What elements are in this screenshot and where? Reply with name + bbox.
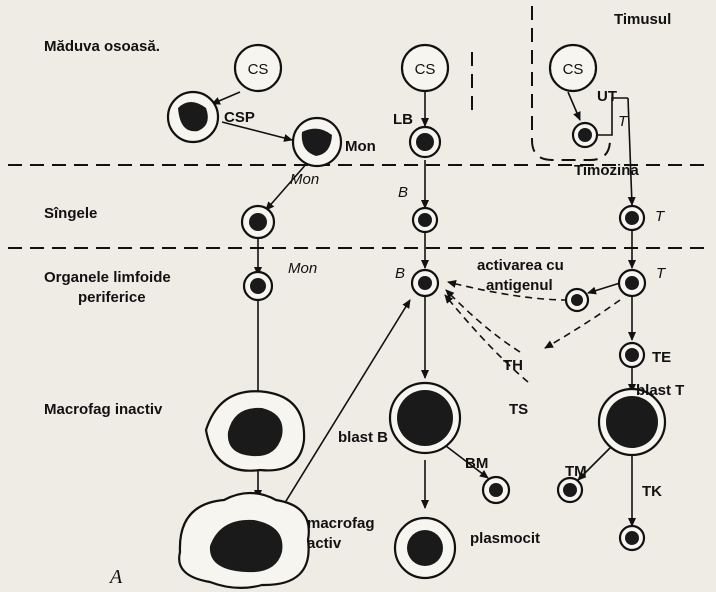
label-th: TH [503,357,523,374]
bm-nucleus [489,483,503,497]
label-mon-blood: Mon [290,171,319,188]
label-cs-marrow: CS [248,61,269,78]
label-macrofag-activ-1: macrofag [307,515,375,532]
label-peripheral-organs-2: periferice [78,289,146,306]
label-timozina: Timozină [574,162,639,179]
blast-t-nucleus [606,396,658,448]
label-cs-b-line: CS [415,61,436,78]
label-macrofag-activ-2: activ [307,535,342,552]
label-ts: TS [509,401,528,418]
label-thymus: Timusul [614,11,671,28]
label-te: TE [652,349,671,366]
label-b-blood: B [398,184,408,201]
activation-t-nucleus [571,294,583,306]
label-bone-marrow: Măduva osoasă. [44,38,160,55]
monocyte-tissue-nucleus [250,278,266,294]
label-t-thymus: T [618,113,629,130]
label-activation-2: antigenul [486,277,553,294]
label-t-peripheral: T [656,265,667,282]
label-blast-b: blast B [338,429,388,446]
arrow-cs-to-csp [212,92,240,104]
plasmocyte-nucleus [407,530,443,566]
label-csp: CSP [224,109,255,126]
label-activation-1: activarea cu [477,257,564,274]
label-ut: UT [597,88,617,105]
label-plasmocit: plasmocit [470,530,540,547]
label-tm: TM [565,463,587,480]
arrow-t-to-activation [588,283,620,293]
label-b-peripheral: B [395,265,405,282]
tm-nucleus [563,483,577,497]
figure-letter: A [108,566,123,588]
arrow-thymus-to-t-blood [628,98,632,205]
label-peripheral-organs-1: Organele limfoide [44,269,171,286]
b-blood-nucleus [418,213,432,227]
t-blood-nucleus [625,211,639,225]
arrow-cs-to-t-thymus [568,92,580,120]
t-thymus-nucleus [578,128,592,142]
lb-nucleus [416,133,434,151]
arrow-th-to-b [446,290,520,352]
te-nucleus [625,348,639,362]
label-bm: BM [465,455,488,472]
t-tissue-nucleus [625,276,639,290]
tk-nucleus [625,531,639,545]
label-mon-marrow: Mon [345,138,376,155]
label-tk: TK [642,483,662,500]
b-tissue-nucleus [418,276,432,290]
label-t-blood: T [655,208,666,225]
label-cs-thymus: CS [563,61,584,78]
monocyte-blood-nucleus [249,213,267,231]
label-mon-peripheral: Mon [288,260,317,277]
cells [168,45,665,588]
blast-b-nucleus [397,390,453,446]
label-blood: Sîngele [44,205,97,222]
label-macrofag-inactiv: Macrofag inactiv [44,401,163,418]
label-lb: LB [393,111,413,128]
label-blast-t: blast T [636,382,684,399]
